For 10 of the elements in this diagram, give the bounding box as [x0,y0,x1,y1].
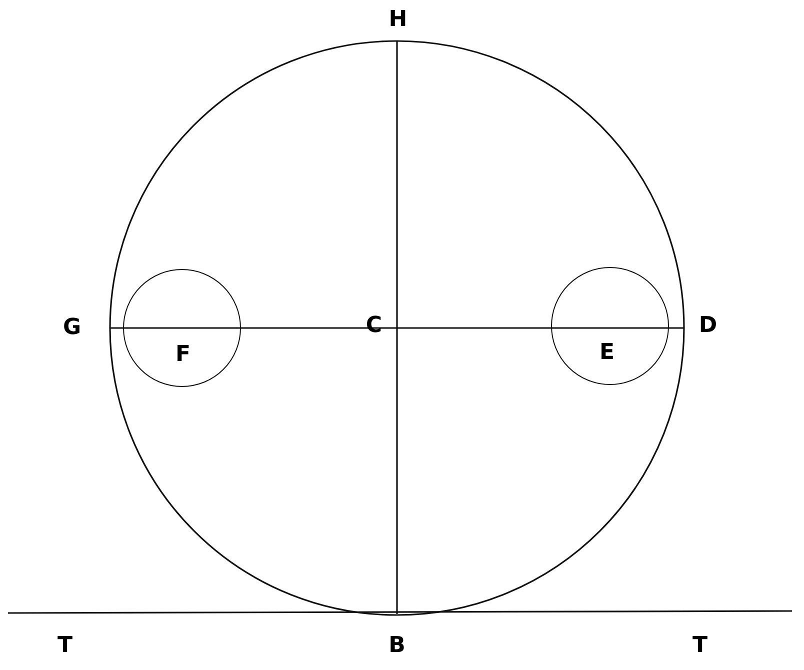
point-label: F [175,344,191,366]
small-circle [551,267,669,385]
point-label: E [599,342,615,364]
point-label: G [62,317,82,339]
small-circle [123,269,241,387]
point-label: T [692,635,708,657]
point-label: B [388,635,406,657]
point-label: D [698,315,718,337]
point-label: T [58,635,72,657]
point-label: H [388,9,408,31]
